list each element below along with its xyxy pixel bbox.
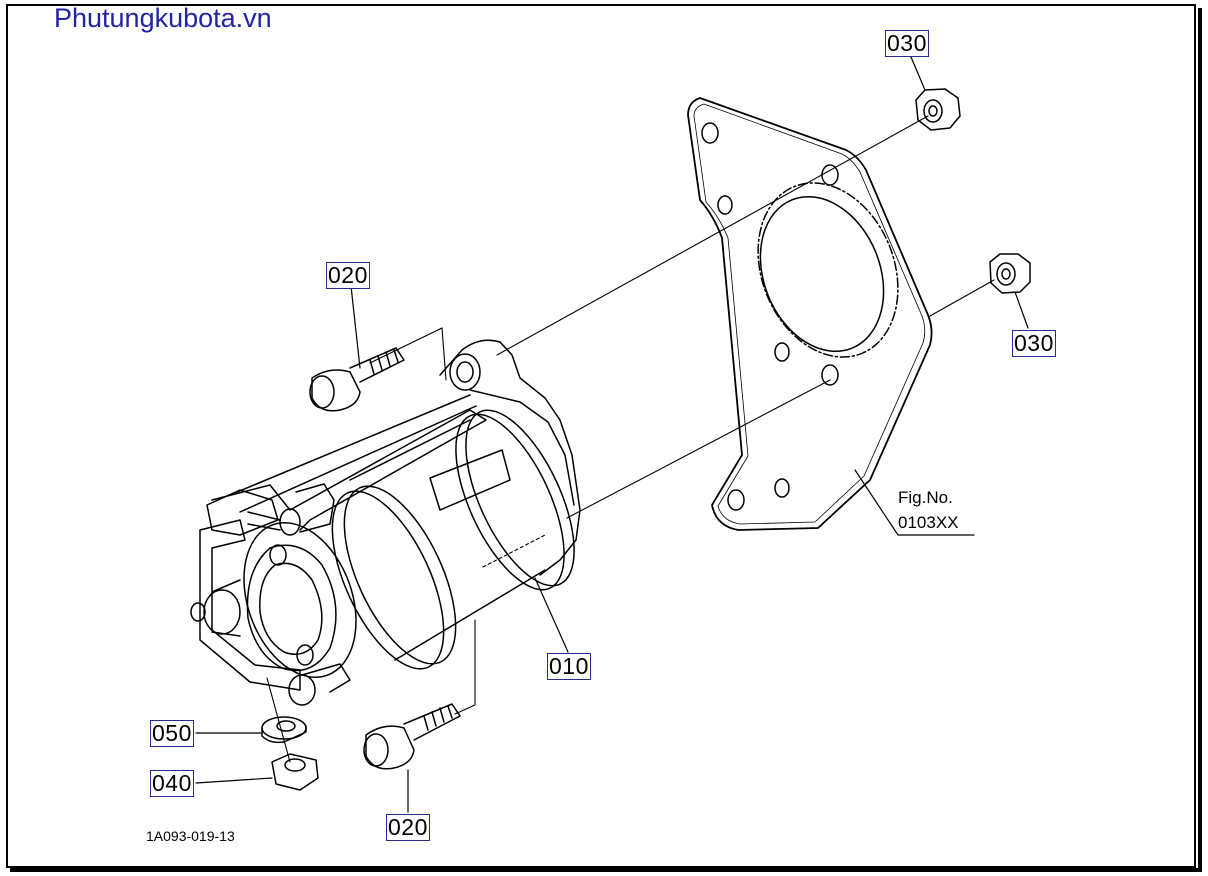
bolt-020-bottom	[363, 703, 461, 770]
callout-040[interactable]: 040	[150, 770, 194, 797]
washer-050	[261, 716, 307, 744]
frame-shadow-right	[1198, 8, 1202, 870]
callout-050[interactable]: 050	[150, 720, 194, 747]
bolt-020-top	[309, 347, 405, 412]
fig-label: Fig.No.	[898, 488, 953, 507]
frame-shadow-bottom	[10, 868, 1202, 872]
nut-030-top	[915, 88, 961, 131]
leader-lines	[195, 56, 1029, 813]
starter-motor	[190, 339, 581, 706]
callout-010[interactable]: 010	[547, 653, 591, 680]
nut-030-right	[989, 253, 1031, 294]
drawing-code: 1A093-019-13	[146, 828, 235, 844]
diagram-frame	[6, 4, 1196, 868]
fig-number[interactable]: 0103XX	[898, 513, 959, 532]
callout-020-bottom[interactable]: 020	[386, 814, 430, 841]
callout-030-top[interactable]: 030	[885, 30, 929, 57]
nut-040	[271, 753, 319, 791]
brand-watermark: Phutungkubota.vn	[54, 3, 272, 33]
callout-030-right[interactable]: 030	[1012, 330, 1056, 357]
mounting-plate	[687, 97, 933, 531]
callout-020-top[interactable]: 020	[326, 262, 370, 289]
